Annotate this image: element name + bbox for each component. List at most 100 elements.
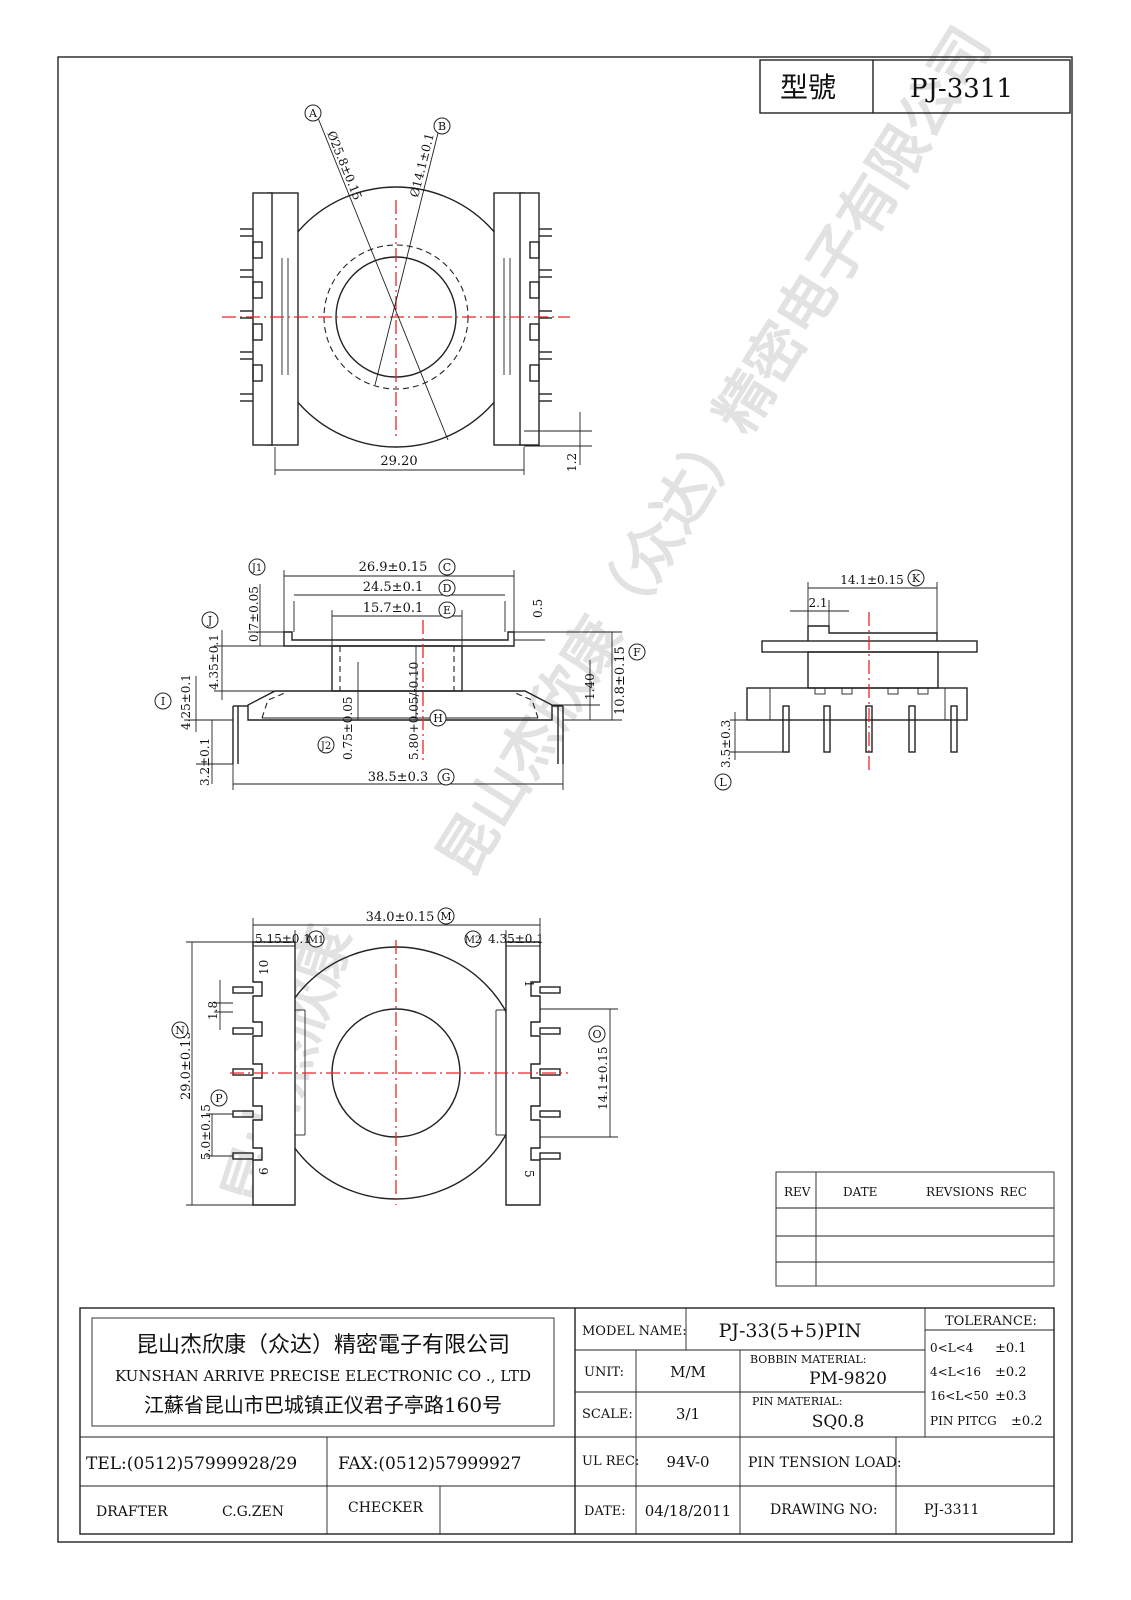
dim-k: 14.1±0.15: [840, 573, 904, 587]
bubble-e: E: [443, 604, 451, 617]
dim-i: 4.25±0.1: [179, 674, 193, 730]
pin-label-1: 1: [522, 980, 536, 988]
drafter-label: DRAFTER: [96, 1504, 168, 1520]
drawing-no-value: PJ-3311: [924, 1502, 979, 1518]
unit-value: M/M: [670, 1363, 706, 1381]
end-view: 14.1±0.15 K 2.1 3.5±0.3 L: [714, 569, 978, 791]
pin-material-value: SQ0.8: [812, 1412, 865, 1432]
pin-label-5: 5: [522, 1170, 536, 1178]
checker-label: CHECKER: [348, 1500, 424, 1516]
company-en: KUNSHAN ARRIVE PRECISE ELECTRONIC CO ., …: [115, 1367, 531, 1385]
dim-pin-w: 2.1: [808, 596, 827, 610]
tol-range-1: 0<L<4: [930, 1341, 974, 1355]
tolerance-label: TOLERANCE:: [945, 1314, 1037, 1329]
drafter-value: C.G.ZEN: [222, 1504, 284, 1520]
side-view: 26.9±0.15 24.5±0.1 15.7±0.1 C D E 0.5 10…: [154, 558, 646, 790]
dim-a: Ø25.8±0.15: [324, 129, 364, 202]
pin-tension-label: PIN TENSION LOAD:: [748, 1455, 902, 1471]
model-name-value: PJ-33(5+5)PIN: [719, 1320, 862, 1342]
revision-table: REV DATE REVSIONS REC: [775, 1171, 1055, 1287]
bubble-b: B: [438, 120, 446, 133]
watermark: 昆山杰欣康（众达）精密电子有限公司 昆山杰欣康: [211, 15, 1005, 1214]
fax: FAX:(0512)57999927: [338, 1454, 521, 1474]
rev-header-revsions: REVSIONS: [926, 1185, 994, 1199]
date-value: 04/18/2011: [645, 1502, 731, 1520]
tol-range-3: 16<L<50: [930, 1389, 989, 1403]
dim-pin-len: 3.2±0.1: [198, 738, 212, 786]
tol-value-1: ±0.1: [995, 1341, 1027, 1356]
dim-p: 5.0±0.15: [199, 1104, 213, 1160]
bubble-d: D: [443, 582, 452, 595]
rev-header-rec: REC: [1000, 1185, 1027, 1199]
dim-h: 5.80+0.05/-0.10: [407, 662, 421, 760]
bubble-m1: M1: [308, 935, 325, 946]
bubble-a: A: [308, 107, 318, 120]
model-label: 型號: [780, 71, 836, 104]
dim-m1: 5.15±0.1: [255, 932, 311, 946]
ul-label: UL REC:: [582, 1454, 639, 1469]
bubble-i: I: [161, 695, 165, 708]
title-block: 昆山杰欣康（众达）精密電子有限公司 KUNSHAN ARRIVE PRECISE…: [79, 1307, 1055, 1535]
bottom-view: 10 6 1 5 34.0±0.15 M 5.15±0.1 M1 4.35±0.…: [171, 907, 618, 1206]
bobbin-label: BOBBIN MATERIAL:: [750, 1353, 867, 1366]
rev-header-rev: REV: [784, 1185, 811, 1199]
tel: TEL:(0512)57999928/29: [86, 1454, 297, 1474]
bubble-j1: J1: [251, 563, 262, 574]
bubble-g: G: [442, 771, 451, 784]
tol-range-2: 4<L<16: [930, 1365, 981, 1379]
dim-o: 14.1±0.15: [596, 1047, 610, 1111]
model-name-label: MODEL NAME:: [582, 1324, 687, 1339]
drawing-no-label: DRAWING NO:: [770, 1502, 878, 1518]
sheet-border: [57, 56, 1073, 1543]
company-cn: 昆山杰欣康（众达）精密電子有限公司: [136, 1333, 510, 1358]
dim-l: 3.5±0.3: [719, 720, 733, 768]
dim-g: 38.5±0.3: [368, 770, 429, 785]
bubble-f: F: [633, 646, 641, 659]
company-address: 江蘇省昆山市巴城镇正仪君子亭路160号: [144, 1393, 502, 1417]
model-value: PJ-3311: [910, 74, 1013, 104]
dim-m2: 4.35±0.1: [488, 932, 544, 946]
dim-j1: 0.7±0.05: [247, 586, 261, 642]
pin-material-label: PIN MATERIAL:: [752, 1395, 842, 1408]
tol-value-3: ±0.3: [995, 1389, 1027, 1404]
pin-label-6: 6: [257, 1167, 271, 1175]
tol-value-2: ±0.2: [995, 1365, 1027, 1380]
unit-label: UNIT:: [584, 1365, 624, 1380]
dim-f: 10.8±0.15: [613, 646, 628, 715]
dim-b: Ø14.1±0.1: [407, 132, 436, 199]
bobbin-value: PM-9820: [809, 1369, 887, 1389]
dim-pin: 1.2: [565, 453, 579, 472]
dim-pitch: 1.8: [206, 1001, 220, 1020]
dim-c: 26.9±0.15: [359, 560, 428, 575]
bubble-o: O: [592, 1028, 601, 1041]
dim-width: 29.20: [380, 454, 417, 469]
bubble-m2: M2: [465, 935, 482, 946]
rev-header-date: DATE: [843, 1185, 877, 1199]
pin-label-10: 10: [257, 960, 271, 975]
bubble-j: J: [207, 614, 212, 627]
date-label: DATE:: [584, 1504, 626, 1519]
dim-j: 4.35±0.1: [207, 634, 221, 690]
dim-e: 15.7±0.1: [363, 601, 424, 616]
bubble-p: P: [215, 1092, 223, 1105]
dim-n: 29.0±0.15: [179, 1031, 194, 1100]
scale-label: SCALE:: [582, 1407, 633, 1422]
dim-m: 34.0±0.15: [366, 910, 435, 925]
bubble-h: H: [433, 712, 443, 725]
bubble-n: N: [175, 1024, 185, 1037]
bubble-k: K: [912, 572, 921, 585]
bubble-c: C: [443, 561, 451, 574]
bubble-j2: J2: [320, 741, 331, 752]
dim-d: 24.5±0.1: [363, 580, 424, 595]
scale-value: 3/1: [676, 1405, 700, 1423]
bubble-l: L: [719, 776, 727, 789]
tol-range-4: PIN PITCG: [930, 1414, 997, 1428]
dim-j2: 0.75±0.05: [341, 697, 355, 761]
dim-flange: 1.40: [583, 673, 597, 700]
dim-top: 0.5: [531, 599, 545, 618]
model-header: 型號 PJ-3311: [759, 59, 1071, 114]
tol-value-4: ±0.2: [1011, 1414, 1043, 1429]
top-view: A B Ø25.8±0.15 Ø14.1±0.1 29.20 1.2: [222, 104, 592, 475]
watermark-text: 昆山杰欣康（众达）精密电子有限公司: [424, 15, 1004, 887]
